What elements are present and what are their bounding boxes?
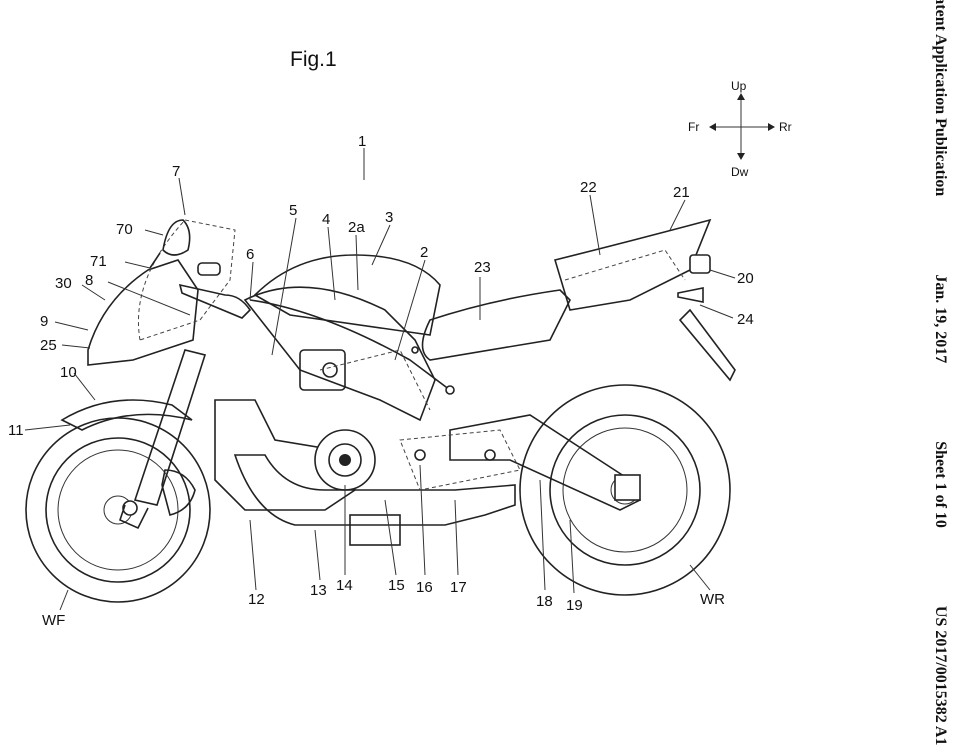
direction-up: Up xyxy=(731,79,747,93)
direction-indicator: Up Dw Fr Rr xyxy=(688,79,792,179)
label-WR: WR xyxy=(700,591,725,608)
label-20: 20 xyxy=(737,270,754,287)
label-3: 3 xyxy=(385,209,393,226)
label-24: 24 xyxy=(737,311,754,328)
leader-lines xyxy=(25,148,735,610)
label-30: 30 xyxy=(55,275,72,292)
label-2a: 2a xyxy=(348,219,365,236)
label-8: 8 xyxy=(85,272,93,289)
label-16: 16 xyxy=(416,579,433,596)
figure-title: Fig.1 xyxy=(290,48,337,71)
label-1: 1 xyxy=(358,133,366,150)
label-14: 14 xyxy=(336,577,353,594)
label-2: 2 xyxy=(420,244,428,261)
label-9: 9 xyxy=(40,313,48,330)
patent-header-sidebar: Patent Application Publication Jan. 19, … xyxy=(915,0,965,731)
label-WF: WF xyxy=(42,612,65,629)
motorcycle-drawing xyxy=(26,220,735,602)
publication-type: Patent Application Publication xyxy=(931,0,949,196)
label-18: 18 xyxy=(536,593,553,610)
label-17: 17 xyxy=(450,579,467,596)
label-25: 25 xyxy=(40,337,57,354)
reference-labels: 1 7 70 71 8 30 9 25 10 11 6 5 4 2a 3 2 2… xyxy=(8,133,754,629)
label-70: 70 xyxy=(116,221,133,238)
label-19: 19 xyxy=(566,597,583,614)
label-22: 22 xyxy=(580,179,597,196)
direction-down: Dw xyxy=(731,165,749,179)
publication-date: Jan. 19, 2017 xyxy=(931,274,949,363)
sheet-number: Sheet 1 of 10 xyxy=(931,441,949,528)
label-13: 13 xyxy=(310,582,327,599)
engine xyxy=(215,350,375,510)
label-7: 7 xyxy=(172,163,180,180)
label-12: 12 xyxy=(248,591,265,608)
direction-front: Fr xyxy=(688,120,699,134)
label-5: 5 xyxy=(289,202,297,219)
label-6: 6 xyxy=(246,246,254,263)
label-10: 10 xyxy=(60,364,77,381)
label-15: 15 xyxy=(388,577,405,594)
label-23: 23 xyxy=(474,259,491,276)
label-4: 4 xyxy=(322,211,330,228)
label-11: 11 xyxy=(8,422,24,439)
publication-number: US 2017/0015382 A1 xyxy=(931,605,949,745)
label-71: 71 xyxy=(90,253,107,270)
direction-rear: Rr xyxy=(779,120,792,134)
label-21: 21 xyxy=(673,184,690,201)
